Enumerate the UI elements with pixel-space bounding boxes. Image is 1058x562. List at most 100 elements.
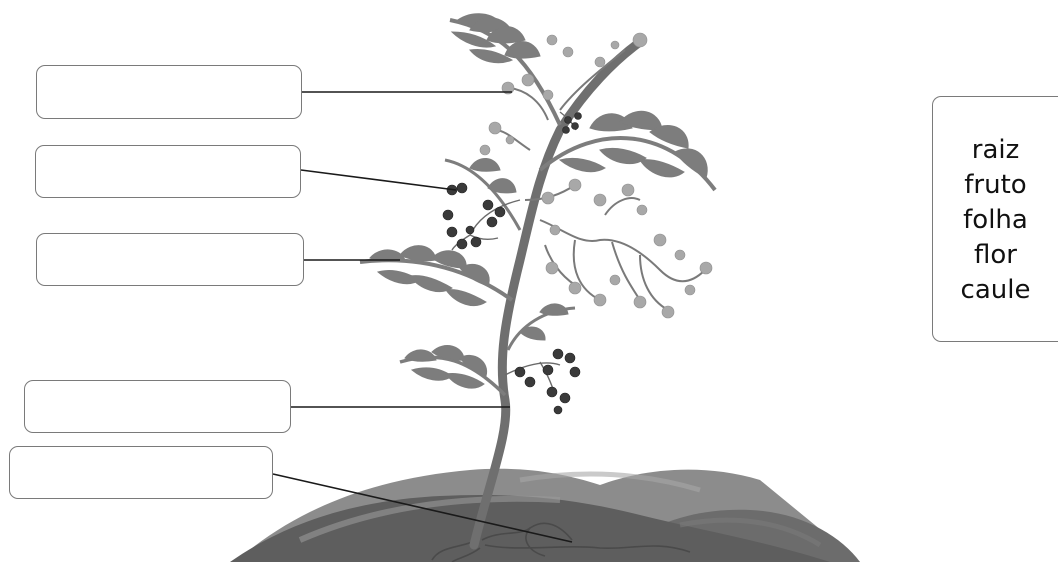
floret (633, 295, 647, 309)
leaflet (445, 289, 487, 306)
root-line (525, 527, 546, 557)
leaflet (519, 326, 546, 341)
floret (674, 249, 686, 261)
floret (661, 305, 675, 319)
berry (571, 122, 579, 130)
floret (541, 191, 555, 205)
floret (684, 284, 696, 296)
floret (636, 204, 648, 216)
berry (553, 405, 563, 415)
answer-box-4[interactable] (24, 380, 291, 433)
berry (446, 226, 458, 238)
leaflet (409, 275, 453, 292)
floret (479, 144, 491, 156)
leaflet (469, 158, 501, 172)
leaflet (649, 124, 689, 149)
berry (494, 206, 506, 218)
floret (505, 135, 515, 145)
floret (610, 40, 620, 50)
floret (593, 193, 607, 207)
floret (593, 293, 607, 307)
floret (549, 224, 561, 236)
leaflet (445, 373, 485, 389)
berries (442, 112, 582, 415)
floret (488, 121, 502, 135)
leaves (359, 13, 717, 397)
berry (465, 225, 475, 235)
leaflet (469, 49, 514, 64)
berry (552, 348, 564, 360)
answer-box-5[interactable] (9, 446, 273, 499)
leaflet (486, 26, 526, 44)
leader-line-2 (300, 169, 457, 191)
berry (470, 236, 482, 248)
leaflet (674, 148, 708, 179)
floret (609, 274, 621, 286)
berry (569, 366, 581, 378)
floret (594, 56, 606, 68)
floret (545, 261, 559, 275)
berry (514, 366, 526, 378)
answer-box-2[interactable] (35, 145, 301, 198)
leaflet (399, 245, 437, 262)
florets (479, 32, 713, 319)
word-bank-item: folha (963, 204, 1028, 235)
floret (568, 178, 582, 192)
berry (546, 386, 558, 398)
berry (456, 182, 468, 194)
berry (574, 112, 582, 120)
inflorescence-branches (494, 49, 706, 311)
flower-clusters (479, 32, 713, 319)
floret (653, 233, 667, 247)
floret (542, 89, 554, 101)
leaflet (558, 157, 606, 173)
leaflet (450, 31, 497, 48)
fruit-clusters (442, 111, 582, 415)
floret (546, 34, 558, 46)
floret (501, 81, 515, 95)
leaflet (459, 263, 490, 287)
leaflet (639, 159, 685, 178)
berry (542, 364, 554, 376)
stem (469, 37, 645, 550)
leaflet (487, 178, 517, 194)
leaflet (589, 113, 633, 132)
berry (564, 352, 576, 364)
floret (699, 261, 713, 275)
floret (568, 281, 582, 295)
leaflet (539, 303, 569, 316)
berry (486, 216, 498, 228)
berry (559, 392, 571, 404)
roots (431, 522, 691, 562)
leaflet (504, 41, 541, 59)
hill-stripe-3 (679, 517, 822, 548)
berry (456, 238, 468, 250)
berry (562, 126, 570, 134)
hill-stripe-2 (519, 471, 701, 493)
floret (562, 46, 574, 58)
word-bank-item: raiz (971, 134, 1020, 165)
word-bank-item: caule (960, 274, 1031, 305)
word-bank: raiz fruto folha flor caule (932, 96, 1058, 342)
root-line (484, 544, 691, 553)
berry (524, 376, 536, 388)
berry (482, 199, 494, 211)
answer-box-1[interactable] (36, 65, 302, 119)
berry (442, 209, 454, 221)
leader-line-5 (272, 473, 573, 543)
floret (632, 32, 648, 48)
frond-stalk (444, 158, 522, 231)
leaflet (599, 147, 647, 165)
floret (621, 183, 635, 197)
root-line (451, 547, 481, 562)
floret (521, 73, 535, 87)
leaflet (459, 354, 488, 377)
hill-stripe-1 (298, 495, 561, 543)
answer-box-3[interactable] (36, 233, 304, 286)
leader-lines (272, 91, 573, 543)
word-bank-item: flor (974, 239, 1017, 270)
berry (564, 116, 572, 124)
leaflet (404, 349, 437, 362)
word-bank-item: fruto (964, 169, 1027, 200)
